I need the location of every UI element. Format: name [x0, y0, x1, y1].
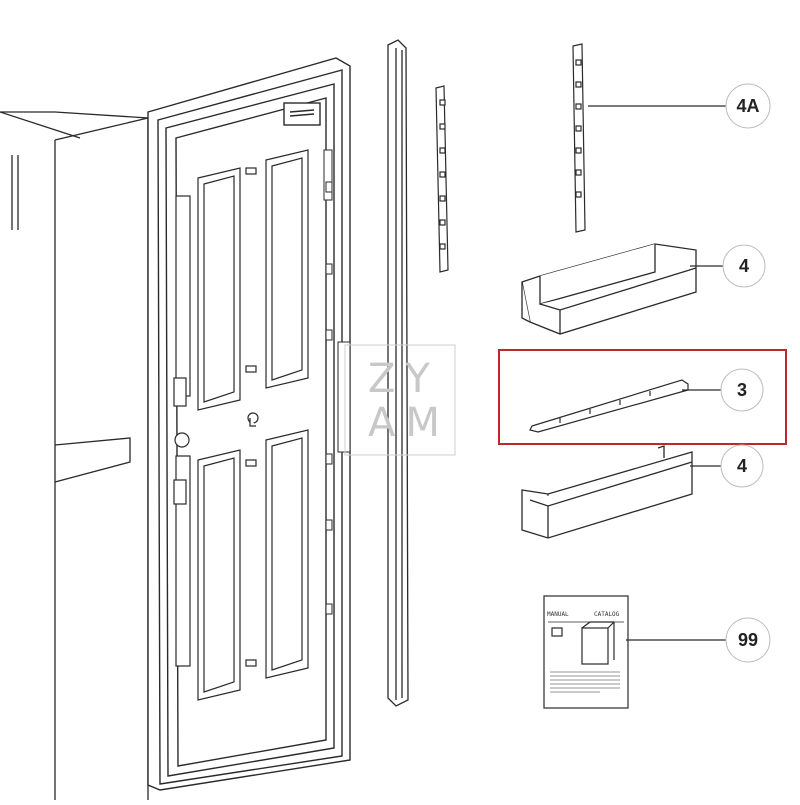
door-gasket [387, 39, 409, 707]
part-4-upper-bin [521, 243, 697, 335]
callout-4a: 4A [725, 83, 771, 129]
callout-99: 99 [725, 617, 771, 663]
door-embossed-panels [197, 149, 309, 701]
callout-4-upper-label: 4 [739, 256, 749, 276]
callout-4-upper: 4 [722, 244, 766, 288]
part-99-manual [543, 595, 629, 709]
door-hinges [173, 195, 191, 667]
part-3-strip [529, 379, 689, 433]
callout-3-label: 3 [737, 380, 747, 400]
part-4-lower-bin [521, 445, 693, 539]
part-3-highlight-box [498, 349, 787, 445]
watermark-line-1: ZY [368, 356, 440, 402]
callout-leaders [588, 105, 726, 641]
manual-right-heading: CATALOG [594, 611, 620, 618]
watermark-line-2: AM [368, 400, 450, 446]
callout-3: 3 [720, 368, 764, 412]
inner-rail [435, 85, 449, 273]
callout-99-label: 99 [738, 630, 758, 650]
callout-4-lower-label: 4 [737, 456, 747, 476]
callout-4-lower: 4 [720, 444, 764, 488]
part-4a-rail [572, 43, 586, 233]
watermark-logo: ZY AM [344, 344, 456, 456]
callout-4a-label: 4A [736, 96, 759, 116]
door-right-edge-clips [323, 149, 351, 615]
manual-left-heading: MANUAL [547, 611, 569, 618]
outer-door-panel [0, 111, 149, 800]
